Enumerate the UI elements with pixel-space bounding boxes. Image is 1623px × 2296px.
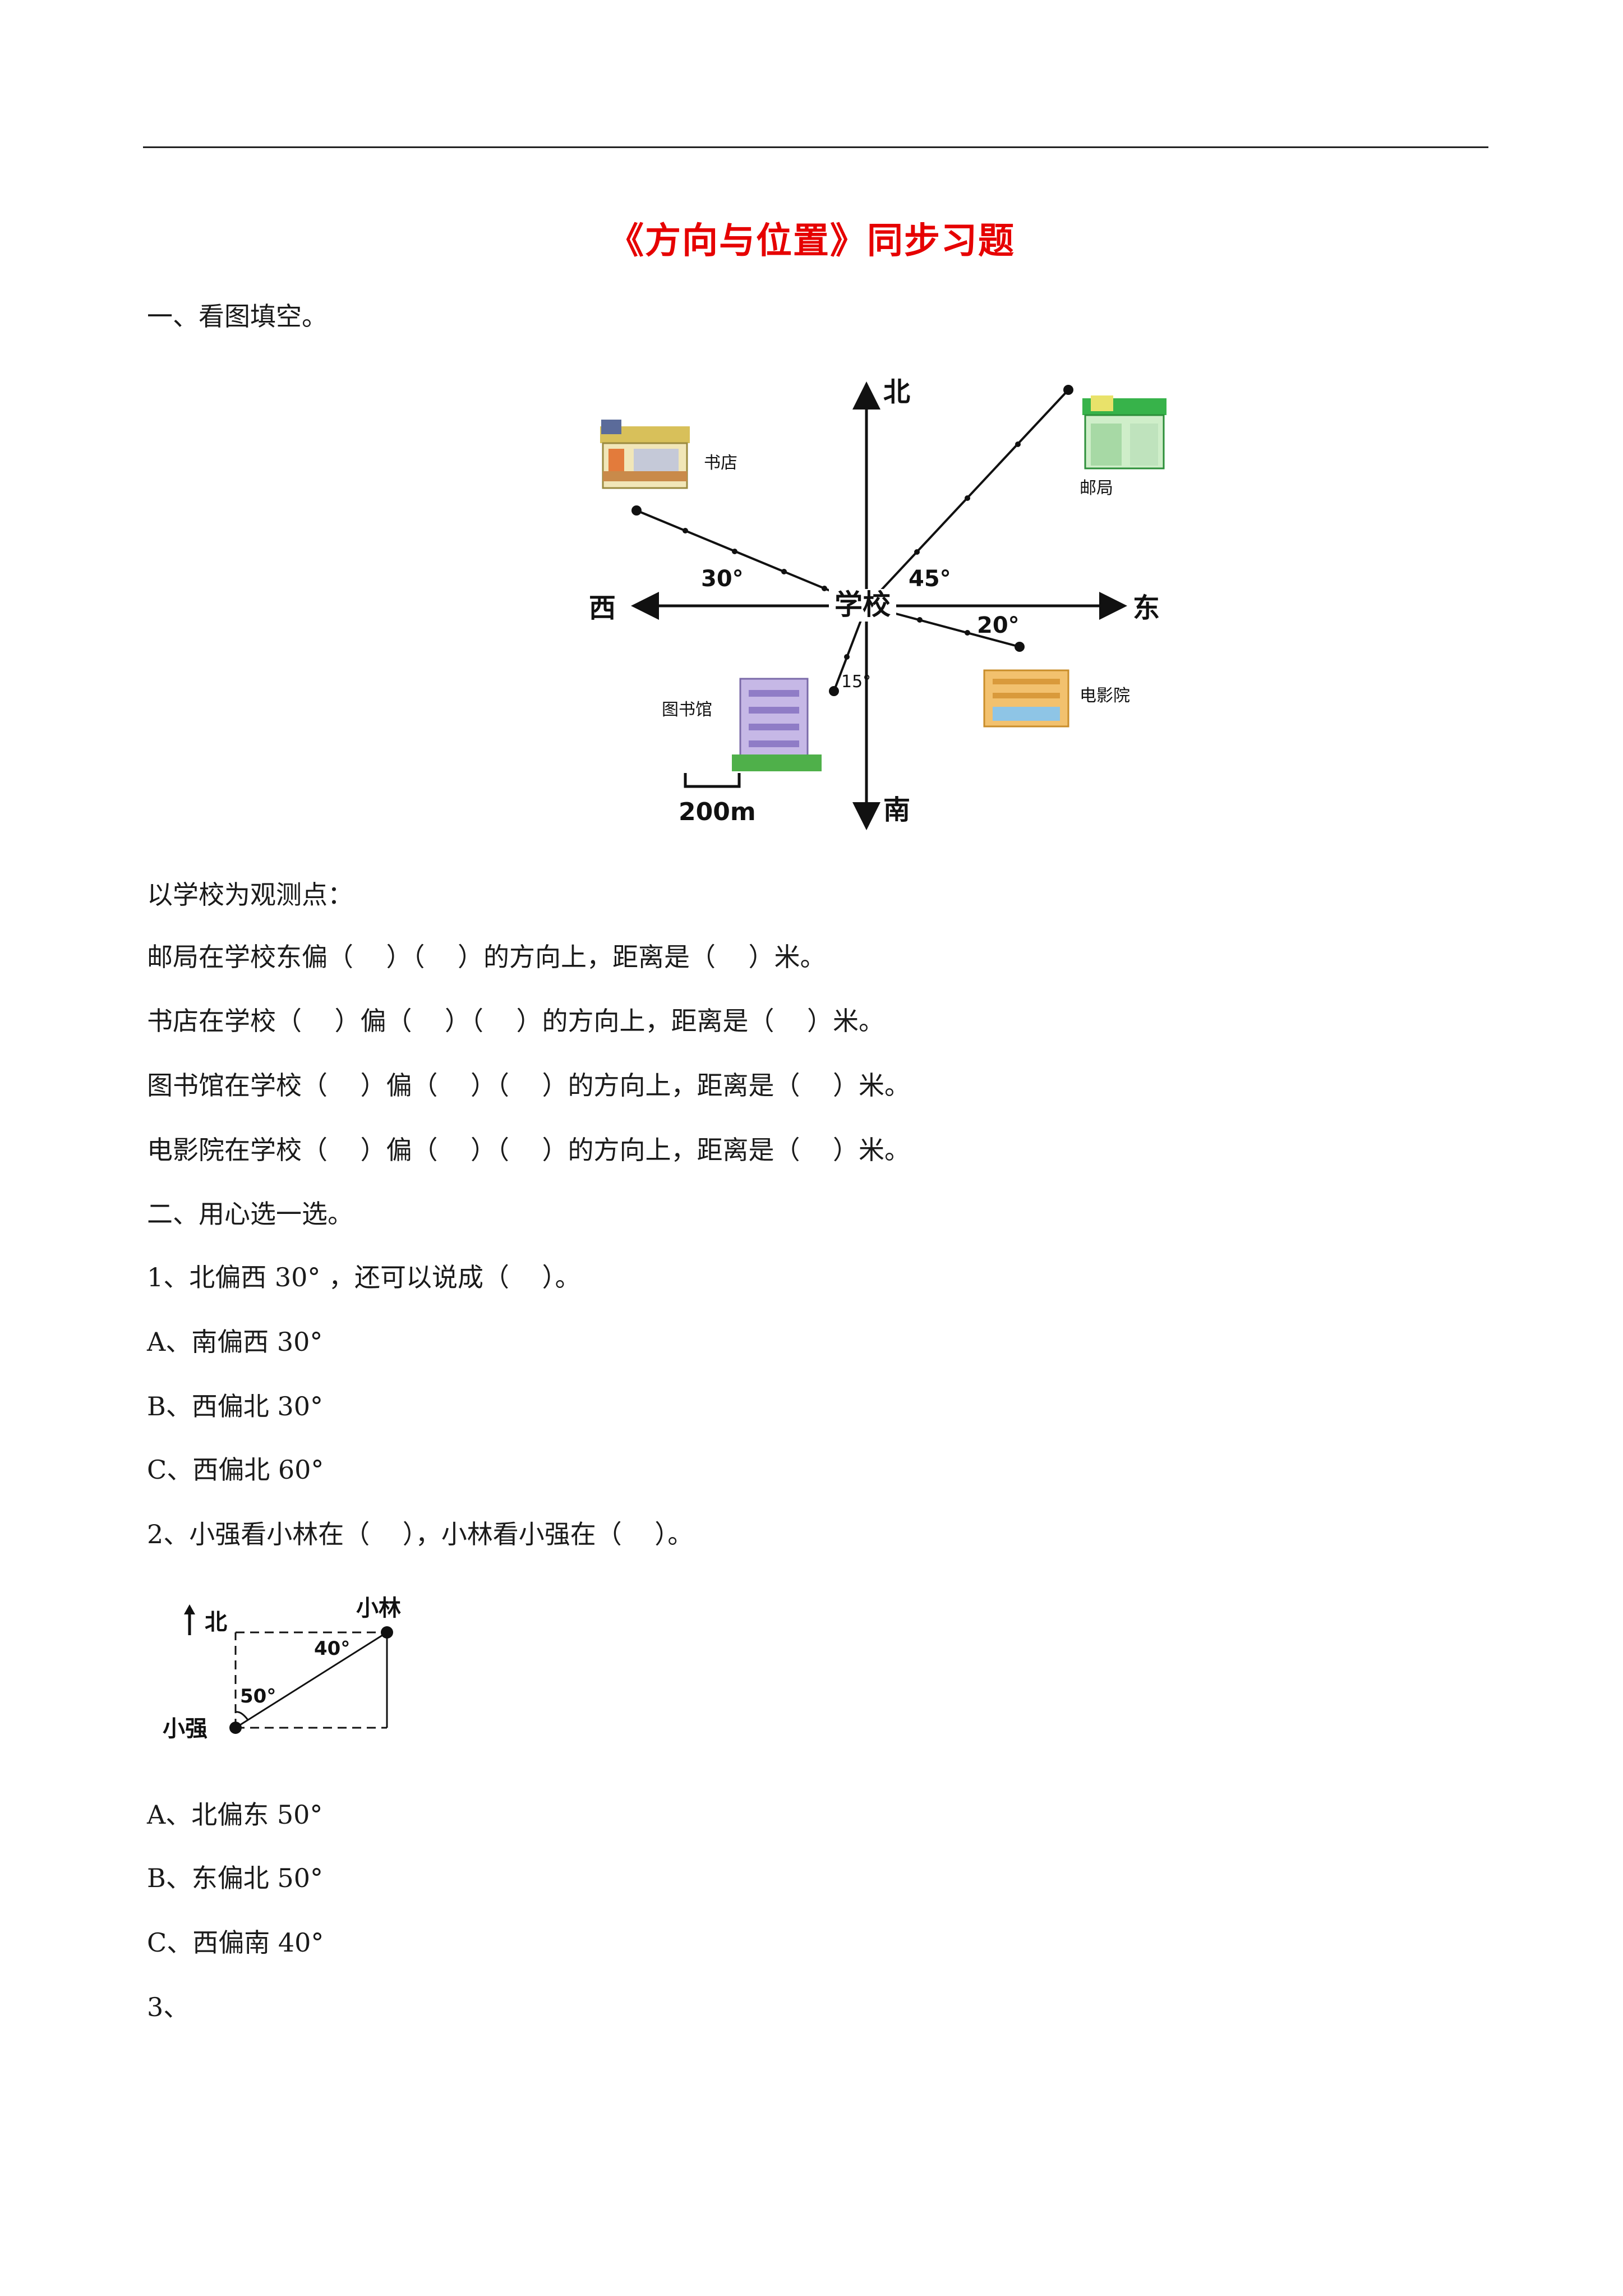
choice-q2: 2、小强看小林在（ ），小林看小强在（ ）。 [147,1519,694,1549]
cinema-label: 电影院 [1080,686,1130,706]
header-rule [143,146,1488,148]
post-office-label: 邮局 [1080,478,1113,498]
angle-south-label: 15° [841,672,871,692]
post-office-icon [1082,395,1166,470]
choice-q1-option-c: C、西偏北 60° [147,1455,324,1485]
bookstore-line [636,509,867,607]
fill-q1: 邮局在学校东偏（ ）（ ）的方向上，距离是（ ）米。 [147,942,826,972]
fill-q4: 电影院在学校（ ）偏（ ）（ ）的方向上，距离是（ ）米。 [147,1135,910,1165]
east-label: 东 [1133,592,1160,624]
q2-label-xiaoqiang: 小强 [163,1716,208,1742]
scale-bar [684,773,741,788]
scale-label: 200m [679,798,756,826]
west-label: 西 [589,592,616,624]
q2-direction-figure: 北 小林 小强 50° 40° [163,1595,401,1742]
choice-q2-option-c: C、西偏南 40° [147,1927,324,1958]
angle-west-label: 30° [701,566,744,592]
library-label: 图书馆 [662,700,712,720]
center-school-label: 学校 [834,588,891,621]
direction-map-figure: 学校 北 南 东 西 30° 45° 20° 15° 200m 书店 邮局 图书… [589,376,1166,830]
page-title: 《方向与位置》同步习题 [608,220,1015,262]
south-label: 南 [883,794,910,826]
observation-intro: 以学校为观测点： [147,880,353,910]
choice-q2-option-a: A、北偏东 50° [147,1800,323,1830]
choice-q2-option-b: B、东偏北 50° [147,1863,323,1893]
choice-q1-option-a: A、南偏西 30° [147,1327,323,1357]
north-label: 北 [883,376,910,408]
section2-heading: 二、用心选一选。 [147,1199,353,1229]
library-icon [732,678,822,771]
q2-angle-40: 40° [314,1637,350,1660]
choice-q1: 1、北偏西 30° ，还可以说成（ ）。 [147,1262,581,1292]
angle-post-label: 45° [909,566,951,592]
fill-q2: 书店在学校（ ）偏（ ）（ ）的方向上，距离是（ ）米。 [147,1006,884,1036]
q2-angle-50: 50° [240,1685,276,1708]
bookstore-label: 书店 [704,453,737,473]
q2-north-label: 北 [205,1609,227,1635]
angle-east-label: 20° [977,613,1020,638]
choice-q1-option-b: B、西偏北 30° [147,1391,323,1421]
cinema-icon [983,669,1069,728]
bookstore-icon [600,420,690,489]
section1-heading: 一、看图填空。 [147,301,328,332]
choice-q3: 3、 [147,1992,190,2022]
q2-label-xiaolin: 小林 [356,1595,401,1621]
fill-q3: 图书馆在学校（ ）偏（ ）（ ）的方向上，距离是（ ）米。 [147,1070,910,1101]
